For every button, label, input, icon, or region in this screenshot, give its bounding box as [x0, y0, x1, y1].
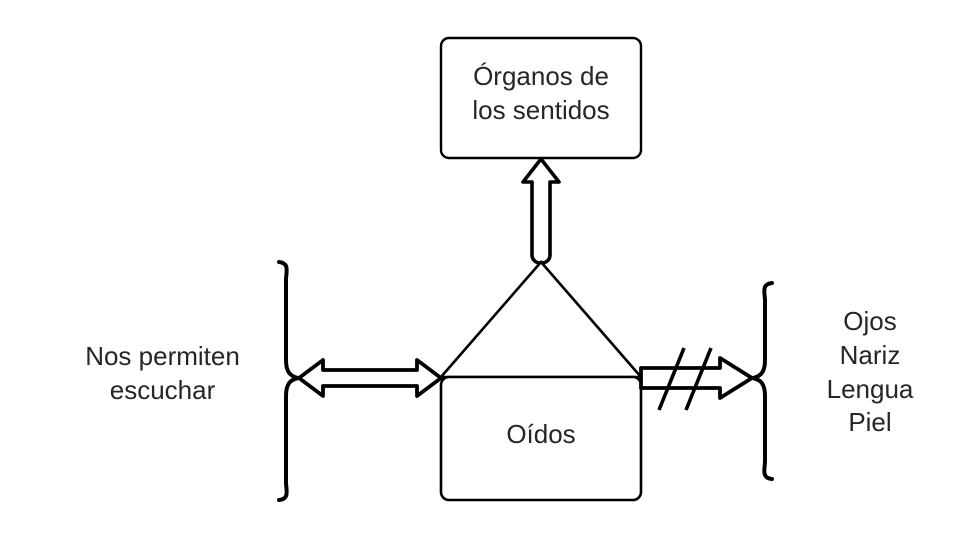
organs-box-label: Órganos de los sentidos — [472, 61, 610, 125]
up-arrow-to-organs-icon[interactable] — [521, 157, 561, 265]
right-brace-icon — [751, 281, 774, 481]
left-caption-text: Nos permiten escuchar — [85, 341, 240, 405]
right-arrow-negated-icon[interactable] — [639, 356, 754, 400]
hierarchy-triangle — [438, 260, 644, 379]
negation-slash-1-icon — [657, 347, 686, 411]
ears-box[interactable] — [439, 375, 643, 502]
right-caption-text: Ojos Nariz Lengua Piel — [826, 306, 914, 438]
negation-slash-2-icon — [684, 347, 713, 411]
left-brace-icon — [277, 260, 300, 502]
ears-box-label: Oídos — [506, 419, 576, 449]
left-double-arrow-icon[interactable] — [297, 358, 443, 398]
